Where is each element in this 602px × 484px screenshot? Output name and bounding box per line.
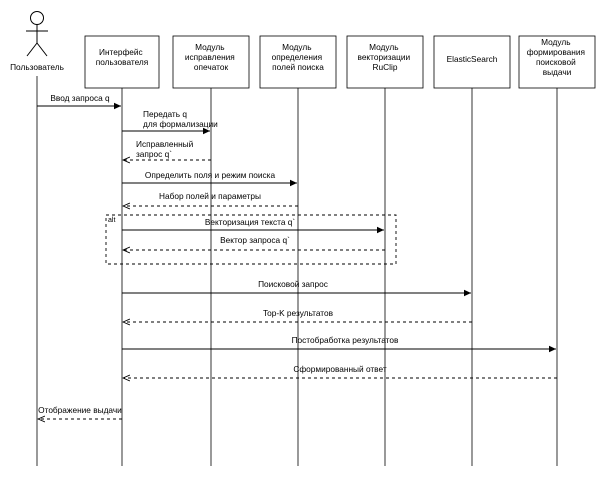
actor-right-leg — [36, 42, 48, 57]
message-label: Определить поля и режим поиска — [145, 170, 276, 180]
message-label: Исправленный запрос q` — [136, 139, 196, 159]
message-label: Вектор запроса q` — [220, 235, 290, 245]
participant-box — [84, 35, 160, 89]
message-label: Векторизация текста q` — [205, 217, 295, 227]
participant-ui: Интерфейс пользователя — [84, 35, 160, 89]
actor-head — [30, 11, 44, 25]
participant-output: Модуль формирования поисковой выдачи — [518, 35, 596, 89]
participant-vector: Модуль векторизации RuClip — [346, 35, 424, 89]
message-label: Постобработка результатов — [292, 335, 399, 345]
message-4: Определить поля и режим поиска — [122, 170, 297, 187]
message-label: Поисковой запрос — [258, 279, 328, 289]
participant-elasticsearch: ElasticSearch — [433, 35, 511, 89]
participant-box — [346, 35, 424, 89]
participant-label: Модуль исправления опечаток — [185, 42, 237, 72]
alt-frame — [105, 214, 397, 265]
message-6: Векторизация текста q` — [122, 217, 384, 234]
message-label: Top-K результатов — [263, 308, 334, 318]
participant-box — [518, 35, 596, 89]
actor-user: Пользователь — [10, 11, 64, 72]
message-10: Постобработка результатов — [122, 335, 556, 353]
alt-label: alt — [108, 217, 115, 224]
actor-left-leg — [26, 42, 38, 57]
message-1: Ввод запроса q — [37, 93, 121, 110]
message-label: Сформированный ответ — [293, 364, 386, 374]
message-label: Передать q для формализации — [143, 109, 218, 129]
message-label: Отображение выдачи — [38, 405, 122, 415]
participant-box — [433, 35, 511, 89]
message-11: Сформированный ответ — [123, 364, 557, 378]
alt-fragment: alt — [105, 214, 397, 265]
message-12: Отображение выдачи — [38, 405, 122, 419]
message-2: Передать q для формализации — [122, 109, 218, 135]
participant-box — [172, 35, 250, 89]
participant-fields: Модуль определения полей поиска — [259, 35, 337, 89]
participant-label: Интерфейс пользователя — [96, 47, 149, 67]
participant-label: Модуль векторизации RuClip — [358, 42, 413, 72]
message-label: Ввод запроса q — [50, 93, 110, 103]
message-7: Вектор запроса q` — [123, 235, 385, 250]
message-8: Поисковой запрос — [122, 279, 471, 297]
participant-label: Модуль определения полей поиска — [272, 42, 325, 72]
message-label: Набор полей и параметры — [159, 191, 261, 201]
message-5: Набор полей и параметры — [123, 191, 298, 206]
participant-box — [259, 35, 337, 89]
actor-label: Пользователь — [10, 62, 64, 72]
participant-label: Модуль формирования поисковой выдачи — [527, 37, 588, 77]
message-3: Исправленный запрос q` — [123, 139, 211, 160]
participant-spell: Модуль исправления опечаток — [172, 35, 250, 89]
participant-label: ElasticSearch — [447, 54, 498, 64]
message-9: Top-K результатов — [123, 308, 472, 322]
